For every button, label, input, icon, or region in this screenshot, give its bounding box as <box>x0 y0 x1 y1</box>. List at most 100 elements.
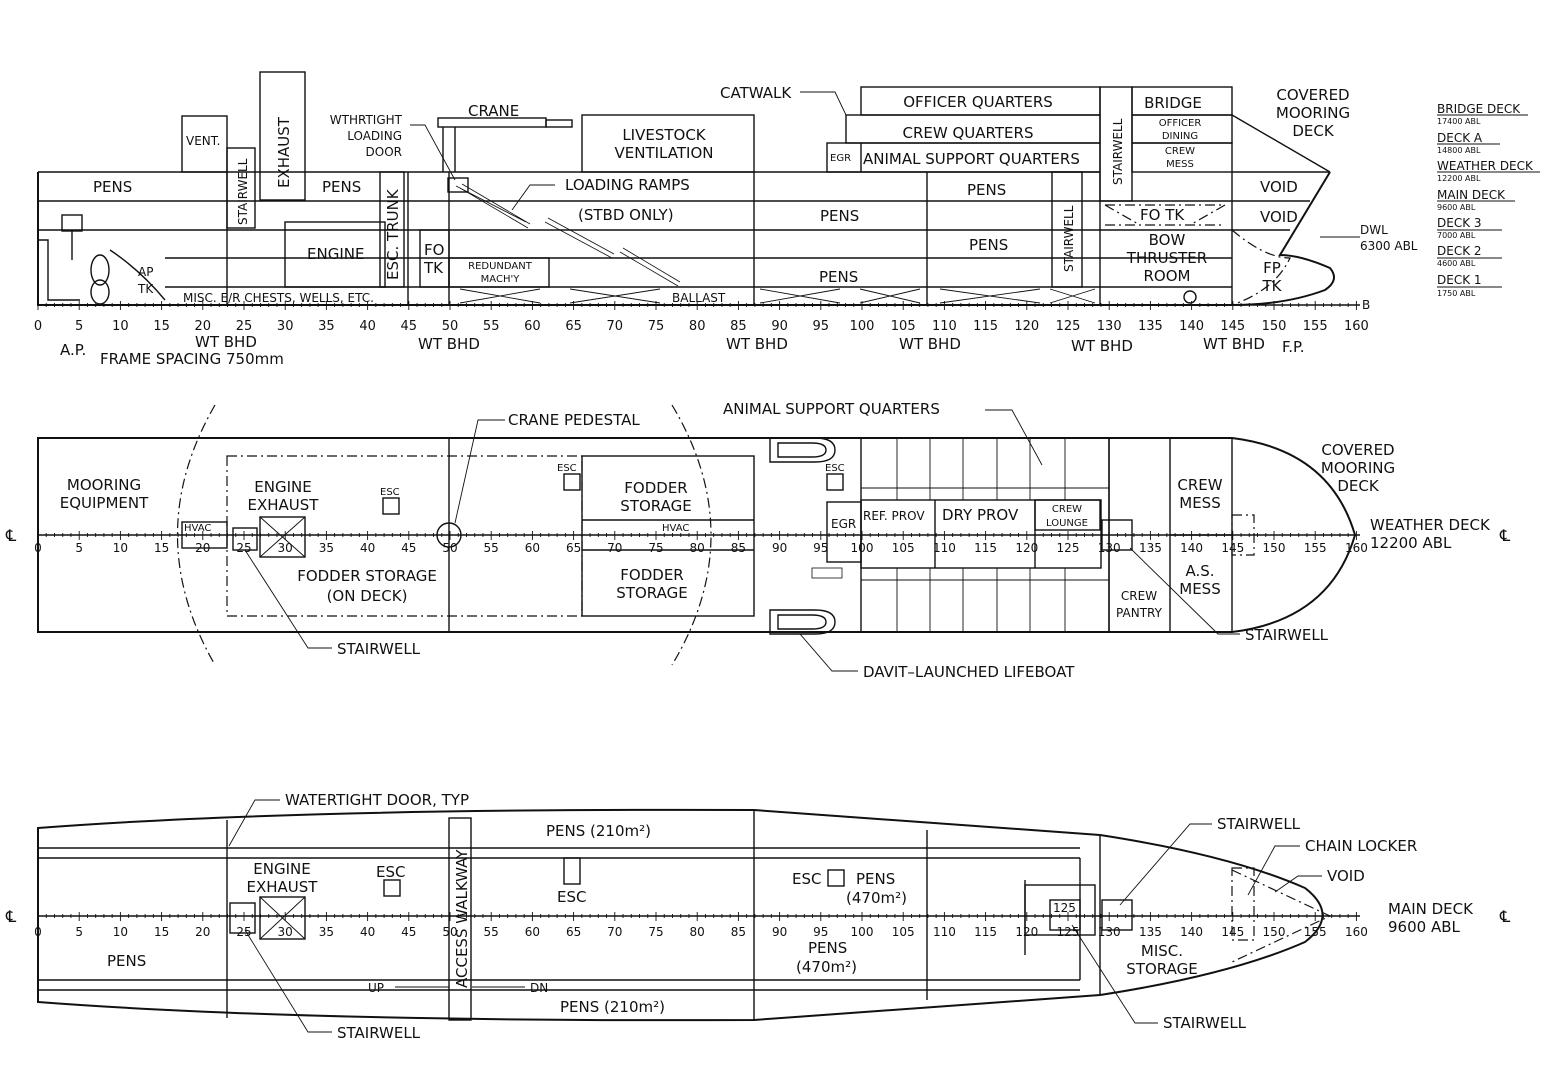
frame-tick-label: 65 <box>565 319 582 334</box>
weather-stairwell-fwd-leader <box>1129 547 1240 635</box>
frame-tick-label: 15 <box>154 541 169 555</box>
frame-tick-label: 95 <box>813 925 828 939</box>
deck-level-6-abl: 1750 ABL <box>1437 289 1476 298</box>
fodder-on-deck-1: FODDER STORAGE <box>297 567 437 585</box>
animal-support-leader <box>985 409 1043 466</box>
pens-aft-label: PENS <box>93 178 132 196</box>
redundant-2: MACH'Y <box>481 274 521 285</box>
main-engine-exhaust-2: EXHAUST <box>247 878 319 896</box>
frame-tick-label: 50 <box>442 319 459 334</box>
frame-tick-label: 130 <box>1098 541 1121 555</box>
frame-tick-label: 80 <box>690 925 705 939</box>
fp-tk-1: FP <box>1263 259 1281 277</box>
hvac-aft-label: HVAC <box>184 523 211 534</box>
chain-locker-label: CHAIN LOCKER <box>1305 837 1417 855</box>
aft-stairwell <box>226 147 256 229</box>
main-esc-1-label: ESC <box>376 863 405 881</box>
frame-tick-label: 85 <box>731 925 746 939</box>
weather-stairwell-aft-label: STAIRWELL <box>337 640 421 658</box>
lifeboat-leader <box>799 633 858 672</box>
fo-tk-fwd-outline <box>1104 204 1226 226</box>
tk-label: TK <box>423 259 444 277</box>
weather-esc-3-label: ESC <box>825 463 845 474</box>
door-label-1: WTHRTIGHT <box>330 113 403 127</box>
weather-esc-1-label: ESC <box>380 487 400 498</box>
main-engine-exhaust-1: ENGINE <box>253 860 310 878</box>
frame-tick-label: 105 <box>892 541 915 555</box>
profile-hull-outline <box>37 171 1335 306</box>
frame-tick-label: 145 <box>1221 925 1244 939</box>
frame-tick-label: 120 <box>1015 925 1038 939</box>
officer-quarters-label: OFFICER QUARTERS <box>903 93 1053 111</box>
crane-pedestal-label: CRANE PEDESTAL <box>508 411 640 429</box>
door-leader <box>410 124 456 181</box>
frame-tick-label: 15 <box>153 319 170 334</box>
livestock-vent-label-2: VENTILATION <box>615 144 714 162</box>
profile-stairwell-fwd-label: STAIRWELL <box>1111 118 1125 185</box>
frame-tick-label: 75 <box>648 319 665 334</box>
crew-lounge-box <box>1034 499 1101 531</box>
frame-tick-label: 5 <box>75 319 83 334</box>
frame-tick-label: 10 <box>112 319 129 334</box>
bow-thruster-tunnel <box>1183 290 1197 304</box>
main-esc-2-label: ESC <box>557 888 586 906</box>
main-esc-1 <box>383 879 401 897</box>
propeller-rudder <box>61 214 166 305</box>
frame-tick-label: 75 <box>648 541 663 555</box>
frame-spacing-label: FRAME SPACING 750mm <box>100 350 284 368</box>
deck-level-4-abl: 7000 ABL <box>1437 231 1476 240</box>
ballast-tanks <box>459 288 1096 304</box>
crane <box>437 117 573 193</box>
weather-ladder <box>811 567 843 579</box>
pens-470-bottom-1: PENS <box>808 939 847 957</box>
frame-tick-label: 10 <box>113 925 128 939</box>
weather-exhaust-box <box>259 516 306 558</box>
void-1-label: VOID <box>1260 178 1298 196</box>
fodder-bottom-2: STORAGE <box>616 584 687 602</box>
deck-level-legend: BRIDGE DECK 17400 ABL DECK A 14800 ABL W… <box>1437 102 1540 298</box>
dwl-abl-label: 6300 ABL <box>1360 239 1418 253</box>
fodder-top-1: FODDER <box>624 479 687 497</box>
frame-tick-label: 95 <box>813 541 828 555</box>
officer-dining-1: OFFICER <box>1159 118 1202 129</box>
deck-level-0-abl: 17400 ABL <box>1437 117 1481 126</box>
crew-pantry-2: PANTRY <box>1116 606 1163 620</box>
void-leader <box>1274 875 1322 893</box>
frame-tick-label: 40 <box>359 319 376 334</box>
fp-tk-outline <box>1231 229 1291 306</box>
exhaust-funnel <box>259 71 306 201</box>
weather-covered-2: MOORING <box>1321 459 1395 477</box>
frame-tick-label: 140 <box>1179 319 1204 334</box>
profile-egr-label: EGR <box>830 153 851 164</box>
redundant-mach-box <box>448 257 550 288</box>
wt-bhd-label-6: WT BHD <box>1203 335 1265 353</box>
frame-tick-label: 55 <box>484 925 499 939</box>
main-stair-125-box <box>1024 884 1096 936</box>
frame-tick-label: 160 <box>1345 925 1368 939</box>
frame-tick-label: 10 <box>113 541 128 555</box>
frame-tick-label: 70 <box>607 319 624 334</box>
mooring-equipment-2: EQUIPMENT <box>60 494 149 512</box>
stbd-only-label: (STBD ONLY) <box>578 206 674 224</box>
main-stairwell-125-label: STAIRWELL <box>1163 1014 1247 1032</box>
lifeboat-port <box>769 437 836 463</box>
misc-storage-1: MISC. <box>1141 942 1183 960</box>
frame-tick-label: 75 <box>648 925 663 939</box>
main-esc-2 <box>563 857 581 885</box>
wt-bhd-label-4: WT BHD <box>899 335 961 353</box>
frame-tick-label: 150 <box>1263 925 1286 939</box>
profile-covered-1: COVERED <box>1276 86 1349 104</box>
frame-tick-label: 150 <box>1263 541 1286 555</box>
weather-stairwell-fwd-label: STAIRWELL <box>1245 626 1329 644</box>
frame-tick-label: 125 <box>1056 319 1081 334</box>
weather-cl-aft: ℄ <box>5 526 17 545</box>
fodder-on-deck-2: (ON DECK) <box>327 587 408 605</box>
frame-tick-label: 20 <box>195 319 212 334</box>
access-walkway-label: ACCESS WALKWAY <box>453 849 471 988</box>
profile-animal-support-label: ANIMAL SUPPORT QUARTERS <box>863 150 1080 168</box>
wt-bhd-label-2: WT BHD <box>418 335 480 353</box>
dwl-label: DWL <box>1360 223 1388 237</box>
